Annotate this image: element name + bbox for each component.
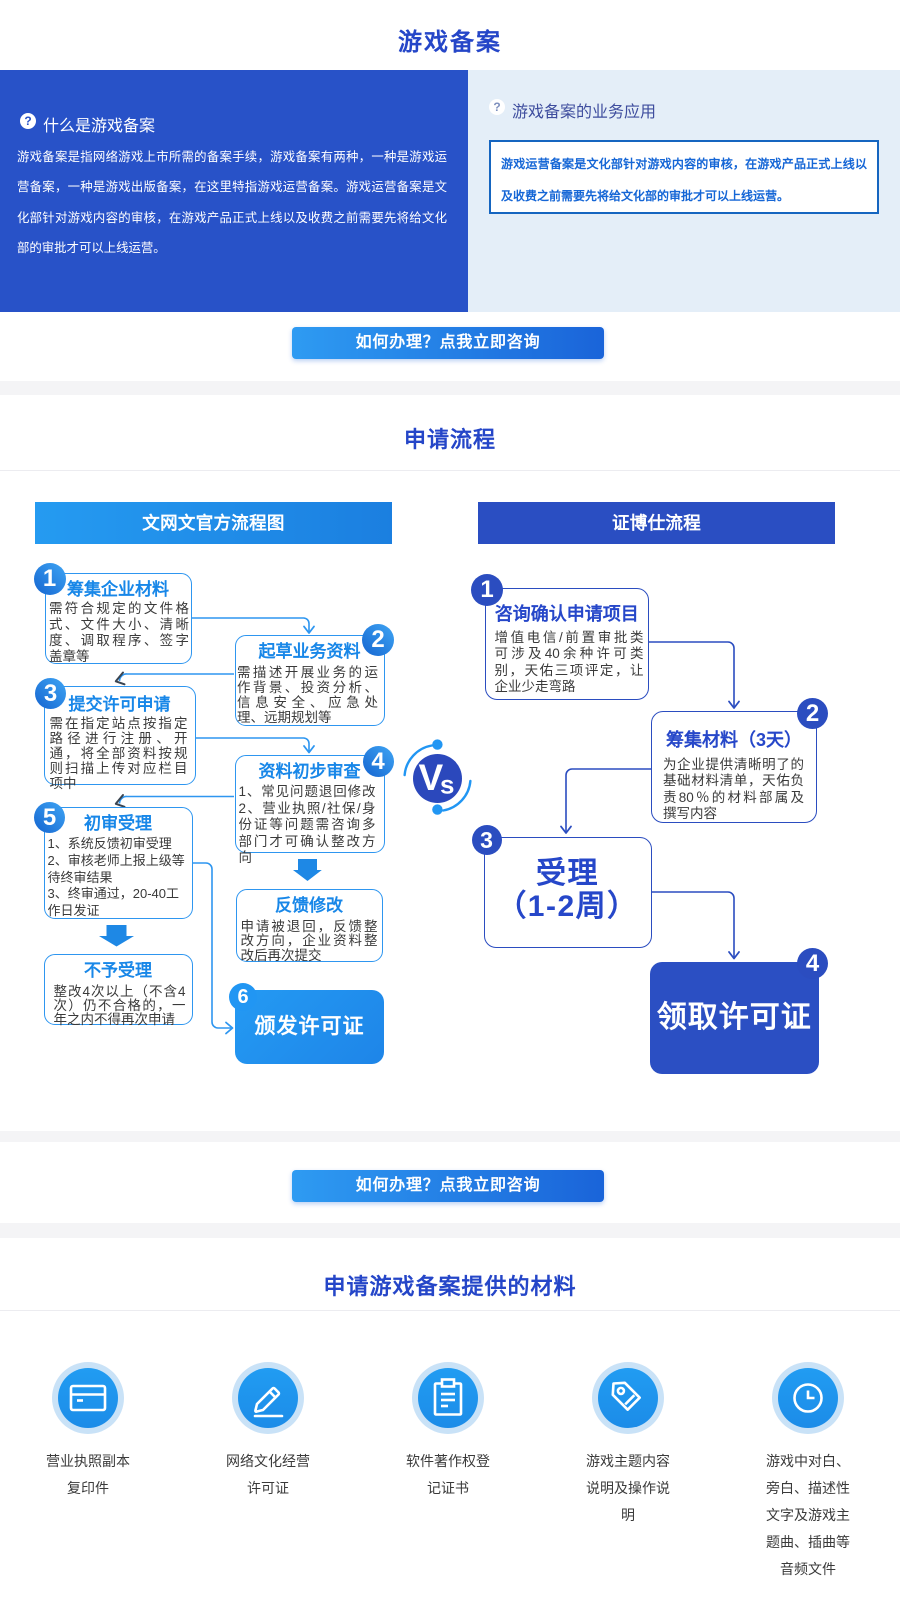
- svg-text:s: s: [440, 770, 454, 800]
- svg-text:V: V: [419, 757, 444, 798]
